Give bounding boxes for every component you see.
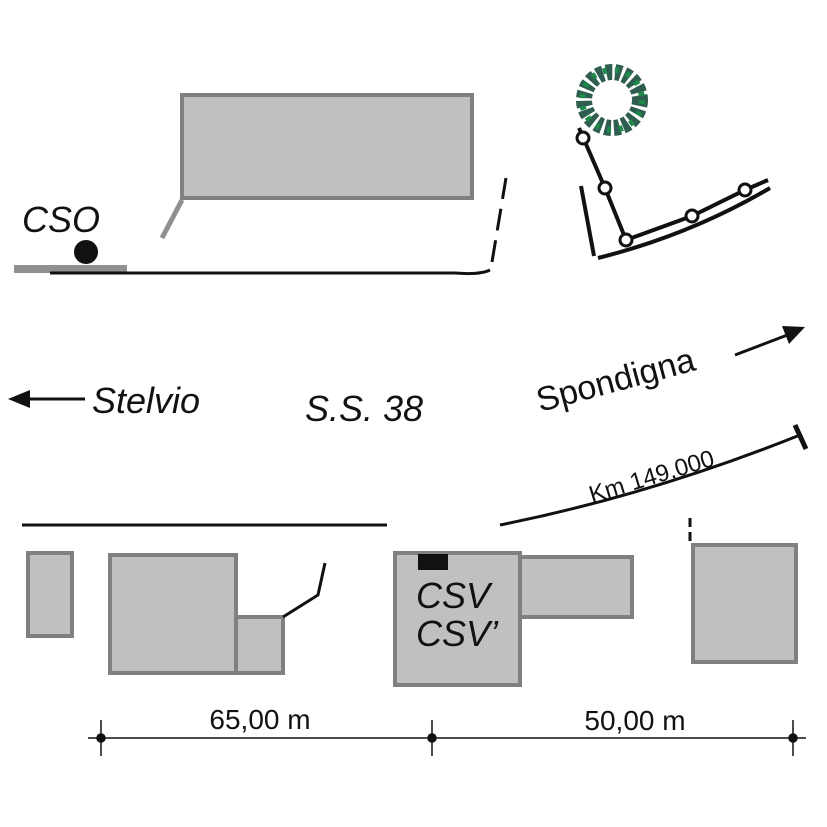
building-5 — [518, 555, 634, 619]
km-marker — [792, 423, 809, 451]
arrow-left-icon — [8, 390, 85, 408]
dimension-line — [88, 720, 806, 756]
road-name-label: S.S. 38 — [305, 388, 423, 429]
building-csv — [393, 551, 522, 687]
building-3 — [234, 615, 285, 675]
building-6 — [691, 543, 798, 664]
km-arc — [499, 433, 801, 527]
road-edge-dashed — [490, 177, 508, 263]
building-top — [180, 93, 474, 200]
wall-line — [282, 562, 327, 619]
building-2 — [108, 553, 238, 675]
building-wall — [159, 198, 185, 240]
road-edge-north — [50, 268, 491, 276]
building-1 — [26, 551, 74, 638]
csv-label: CSV — [416, 575, 493, 616]
cso-label: CSO — [22, 199, 100, 240]
spondigna-label: Spondigna — [532, 341, 699, 420]
cso-station-marker — [74, 240, 98, 264]
stelvio-label: Stelvio — [92, 380, 200, 421]
csv-prime-label: CSV’ — [416, 613, 499, 654]
arrow-right-icon — [734, 326, 805, 357]
fence-post-icons — [575, 130, 753, 248]
distance-left-label: 65,00 m — [209, 704, 310, 735]
distance-right-label: 50,00 m — [584, 705, 685, 736]
km-label: Km 149,000 — [586, 445, 718, 509]
csv-station-marker — [418, 554, 448, 570]
cso-platform — [14, 265, 127, 273]
tree-icon — [576, 64, 648, 136]
